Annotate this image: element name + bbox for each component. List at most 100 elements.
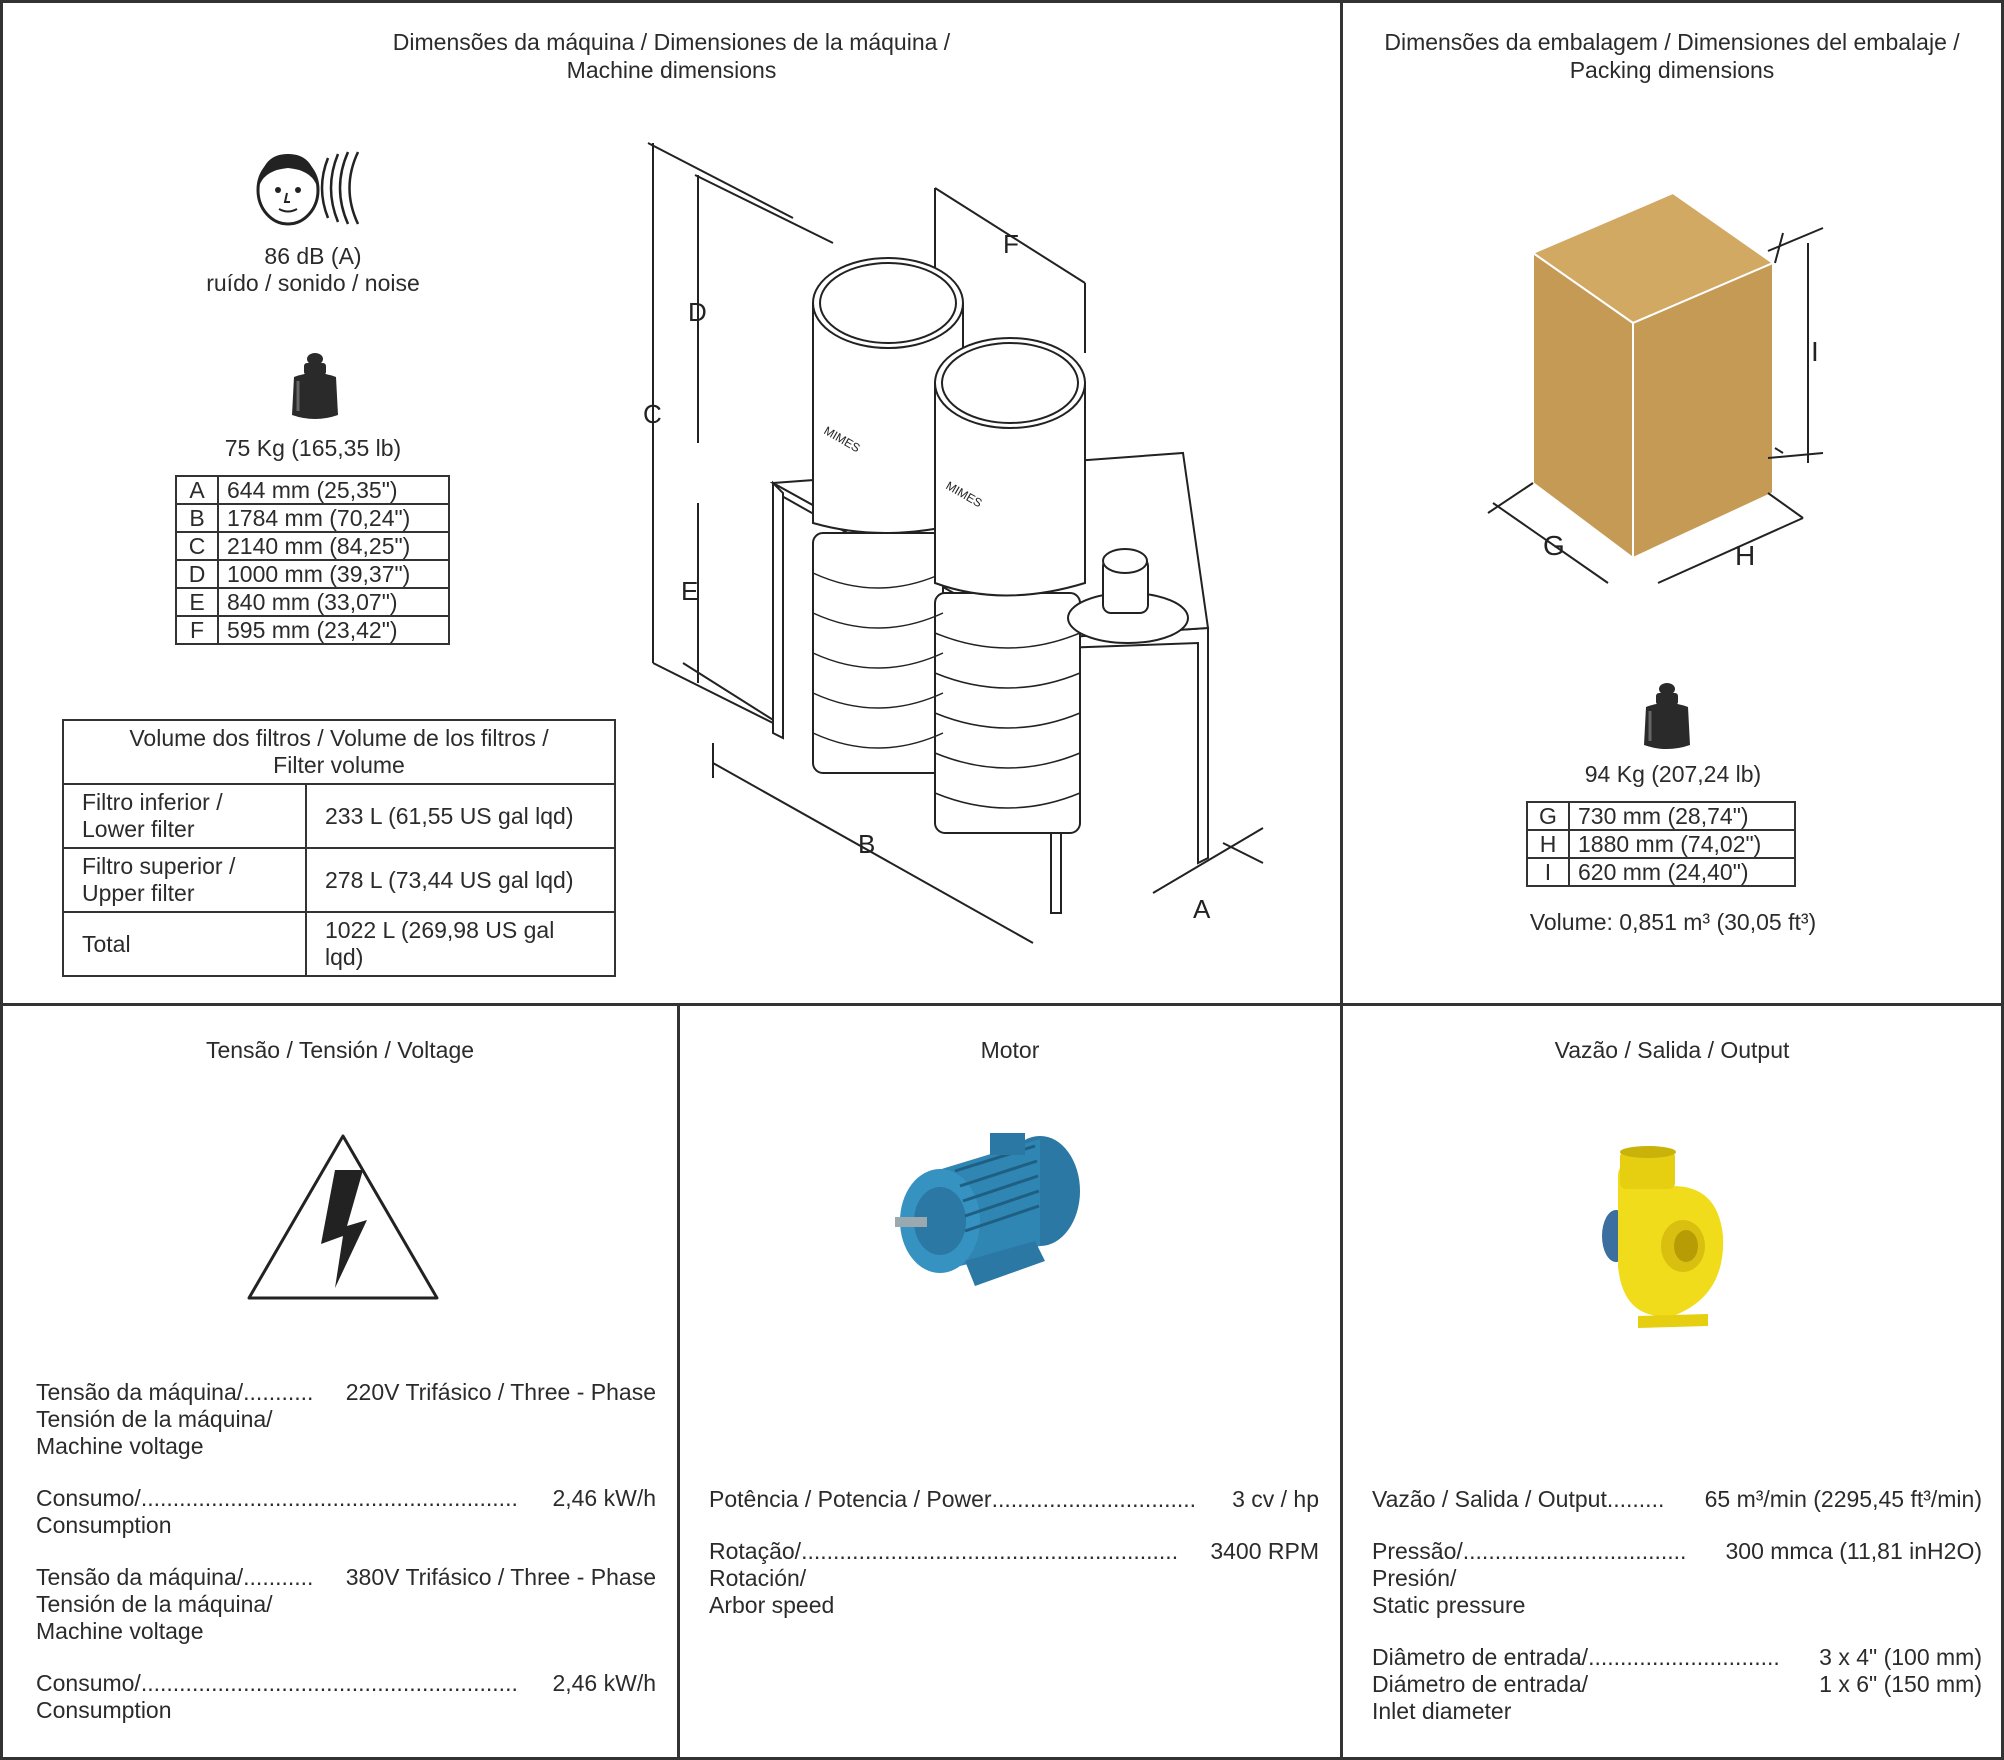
label-e: E: [681, 576, 698, 606]
spec-label-line: Tensión de la máquina/: [36, 1406, 273, 1432]
spec-label-line: Presión/: [1372, 1565, 1457, 1591]
filter-label: Filtro superior /Upper filter: [62, 847, 307, 913]
spec-value: 65 m³/min (2295,45 ft³/min): [1704, 1486, 1982, 1512]
spec-dots: ........................................…: [140, 1670, 518, 1696]
voltage-specs: Tensão da máquina/........... 220V Trifás…: [36, 1379, 656, 1724]
table-row: Filtro inferior /Lower filter 233 L (61,…: [62, 783, 616, 849]
filter-label-line2: Lower filter: [82, 816, 195, 842]
dimension-key: C: [175, 531, 219, 561]
spec-row: Vazão / Salida / Output......... 65 m³/mi…: [1372, 1486, 1982, 1513]
output-panel: Vazão / Salida / Output Vazão / Salida /…: [1340, 1003, 2004, 1760]
motor-panel: Motor Potência / Potencia / Power.......…: [677, 1003, 1343, 1760]
label-f: F: [1003, 229, 1019, 259]
spec-label: Rotação/: [709, 1538, 802, 1564]
filter-label: Filtro inferior /Lower filter: [62, 783, 307, 849]
spec-dots: ...........: [243, 1379, 314, 1405]
spec-label: Tensão da máquina/: [36, 1564, 244, 1590]
filter-value: 1022 L (269,98 US gal lqd): [305, 911, 616, 977]
label-c: C: [643, 399, 662, 429]
spec-label: Pressão/: [1372, 1538, 1463, 1564]
dimension-value: 620 mm (24,40"): [1568, 857, 1796, 887]
dust-collector-drawing: D C E F B A MIMES MIMES: [643, 142, 1264, 944]
spec-label-line: Inlet diameter: [1372, 1698, 1512, 1724]
dimension-key: B: [175, 503, 219, 533]
spec-value: 380V Trifásico / Three - Phase: [345, 1564, 656, 1590]
machine-weight: 75 Kg (165,35 lb): [224, 435, 402, 461]
dimension-key: I: [1526, 857, 1570, 887]
noise-label: ruído / sonido / noise: [206, 270, 420, 296]
dimension-key: A: [175, 475, 219, 505]
filter-volume-header-line2: Filter volume: [273, 752, 405, 778]
filter-value: 233 L (61,55 US gal lqd): [305, 783, 616, 849]
label-b: B: [858, 829, 875, 859]
filter-value: 278 L (73,44 US gal lqd): [305, 847, 616, 913]
spec-value: 3 x 4" (100 mm): [1819, 1644, 1982, 1670]
spec-row: Pressão/................................…: [1372, 1538, 1982, 1565]
weight-icon: [1644, 683, 1690, 749]
spec-label: Potência / Potencia / Power: [709, 1486, 992, 1512]
motor-title: Motor: [980, 1037, 1040, 1063]
spec-label-line: Tensión de la máquina/: [36, 1591, 273, 1617]
spec-dots: ........................................…: [140, 1485, 518, 1511]
dimension-value: 1880 mm (74,02"): [1568, 829, 1796, 859]
spec-dots: .........: [1606, 1486, 1665, 1512]
dimension-value: 1784 mm (70,24"): [217, 503, 450, 533]
spec-value: 3 cv / hp: [1232, 1486, 1319, 1512]
electric-motor-icon: [895, 1133, 1080, 1286]
label-h: H: [1735, 540, 1755, 571]
packing-dimensions-title-line1: Dimensões da embalagem / Dimensiones del…: [1384, 29, 1960, 55]
filter-label: Total: [62, 911, 307, 977]
spec-label: Vazão / Salida / Output: [1372, 1486, 1607, 1512]
weight-icon: [292, 353, 338, 419]
output-title: Vazão / Salida / Output: [1554, 1037, 1790, 1063]
label-i: I: [1811, 336, 1819, 367]
output-specs: Vazão / Salida / Output......... 65 m³/mi…: [1372, 1486, 1982, 1725]
spec-value: 300 mmca (11,81 inH2O): [1725, 1538, 1982, 1564]
packing-volume: Volume: 0,851 m³ (30,05 ft³): [1529, 909, 1817, 935]
dimension-value: 1000 mm (39,37"): [217, 559, 450, 589]
dimension-key: E: [175, 587, 219, 617]
filter-label-line1: Filtro inferior /: [82, 789, 223, 815]
dimension-key: G: [1526, 801, 1570, 831]
packing-weight: 94 Kg (207,24 lb): [1584, 761, 1762, 787]
spec-dots: ........................................…: [801, 1538, 1179, 1564]
label-a: A: [1193, 894, 1211, 924]
spec-row: Potência / Potencia / Power.............…: [709, 1486, 1319, 1513]
spec-row: Consumo/................................…: [36, 1485, 656, 1512]
table-row: Filtro superior /Upper filter 278 L (73,…: [62, 847, 616, 913]
spec-label: Consumo/: [36, 1670, 141, 1696]
spec-row: Rotação/................................…: [709, 1538, 1319, 1565]
spec-label-line: Machine voltage: [36, 1433, 204, 1459]
spec-value: 220V Trifásico / Three - Phase: [345, 1379, 656, 1405]
dimension-key: H: [1526, 829, 1570, 859]
spec-label-line: Consumption: [36, 1697, 172, 1723]
dimension-value: 595 mm (23,42"): [217, 615, 450, 645]
machine-dimensions-title-line1: Dimensões da máquina / Dimensiones de la…: [392, 29, 951, 55]
spec-row: Tensão da máquina/...........380V Trifás…: [36, 1564, 656, 1591]
spec-label-line: Machine voltage: [36, 1618, 204, 1644]
centrifugal-fan-icon: [1602, 1146, 1724, 1328]
filter-label-line2: Upper filter: [82, 880, 195, 906]
filter-volume-header-line1: Volume dos filtros / Volume de los filtr…: [129, 725, 549, 751]
table-header-row: Volume dos filtros / Volume de los filtr…: [62, 719, 616, 785]
filter-label-line1: Filtro superior /: [82, 853, 236, 879]
spec-row: Diâmetro de entrada/....................…: [1372, 1644, 1982, 1671]
spec-row: Diámetro de entrada/1 x 6" (150 mm): [1372, 1671, 1982, 1698]
spec-row: Tensão da máquina/...........220V Trifás…: [36, 1379, 656, 1406]
spec-value: 2,46 kW/h: [552, 1485, 656, 1511]
spec-label: Diámetro de entrada/: [1372, 1671, 1589, 1697]
machine-dimensions-title: Dimensões da máquina / Dimensiones de la…: [3, 28, 1340, 84]
spec-label-line: Arbor speed: [709, 1592, 835, 1618]
dimension-value: 644 mm (25,35"): [217, 475, 450, 505]
packing-dimensions-panel: Dimensões da embalagem / Dimensiones del…: [1340, 0, 2004, 1006]
packing-box-drawing: G H I: [1487, 191, 1824, 584]
packing-dimensions-title: Dimensões da embalagem / Dimensiones del…: [1343, 28, 2001, 84]
noise-person-icon: [256, 151, 360, 226]
